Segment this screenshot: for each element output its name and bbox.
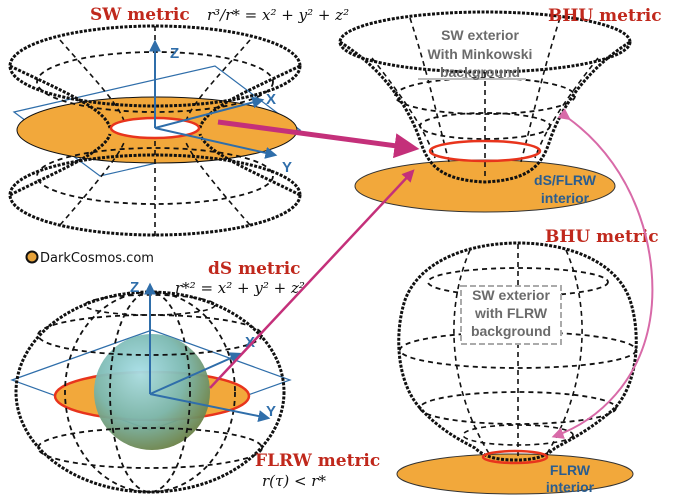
bhu-bottom-label-line1: SW exterior — [472, 287, 550, 303]
bhu-bottom-label-line2: with FLRW — [474, 305, 548, 321]
ds-metric-title: dS metric — [208, 259, 301, 279]
bhu-top-funnel-profile — [339, 40, 631, 184]
ds-metric-equation: r*² = x² + y² + z² — [175, 279, 305, 297]
arrow-ds-to-bhu-top — [209, 169, 415, 389]
flrw-metric-equation: r(τ) < r* — [262, 472, 326, 490]
bhu-top-interior-line1: dS/FLRW — [534, 172, 597, 188]
bhu-top-label-line1: SW exterior — [441, 27, 519, 43]
bhu-bottom-figure — [396, 241, 638, 495]
bhu-top-label-line3: background — [440, 64, 520, 80]
sw-y-label: Y — [282, 159, 292, 176]
sw-y-axis — [154, 127, 278, 159]
bhu-bottom-orange-disk — [396, 453, 634, 495]
flrw-metric-title: FLRW metric — [255, 451, 380, 471]
sw-upper-left-profile — [9, 64, 112, 129]
ds-x-axis — [149, 352, 243, 395]
sw-x-axis — [154, 96, 265, 129]
bhu-bottom-interior-line1: FLRW — [550, 462, 591, 478]
ds-z-label: Z — [130, 279, 139, 296]
brand-dot-icon — [25, 250, 39, 264]
bhu-top-label-underline — [418, 78, 526, 80]
bhu-bottom-label-line3: background — [471, 323, 551, 339]
bhu-top-figure — [338, 10, 632, 213]
bhu-top-rim — [338, 10, 632, 74]
bhu-bottom-balloon-outline — [397, 241, 638, 462]
ds-x-label: X — [245, 334, 255, 351]
bhu-bottom-throat-ring — [481, 449, 549, 465]
sw-wormhole-figure: Z X Y — [8, 24, 302, 237]
sw-lower-right-profile — [198, 133, 301, 197]
ds-sphere-figure: Z X Y — [10, 279, 292, 494]
arrow-sw-to-bhu-top — [217, 119, 420, 159]
bhu-bottom-interior-line2: interior — [546, 479, 595, 495]
sw-upper-right-profile — [198, 64, 301, 129]
brand-label: DarkCosmos.com — [40, 251, 154, 266]
arrow-bhu-top-to-bhu-bottom — [551, 108, 654, 439]
ds-y-axis — [149, 393, 271, 422]
sw-lower-left-profile — [9, 133, 112, 197]
bhu-top-metric-title: BHU metric — [548, 6, 662, 26]
sw-metric-equation: r³/r* = x² + y² + z² — [207, 6, 349, 24]
bhu-top-interior-line2: interior — [541, 190, 590, 206]
ds-inner-sphere — [94, 334, 210, 450]
bhu-bottom-metric-title: BHU metric — [545, 227, 659, 247]
sw-z-label: Z — [170, 45, 179, 62]
sw-metric-title: SW metric — [90, 5, 190, 25]
bhu-top-label-line2: With Minkowski — [428, 46, 533, 62]
bhu-top-throat-ring — [428, 139, 542, 163]
ds-y-label: Y — [266, 403, 276, 420]
sw-x-label: X — [266, 91, 276, 108]
